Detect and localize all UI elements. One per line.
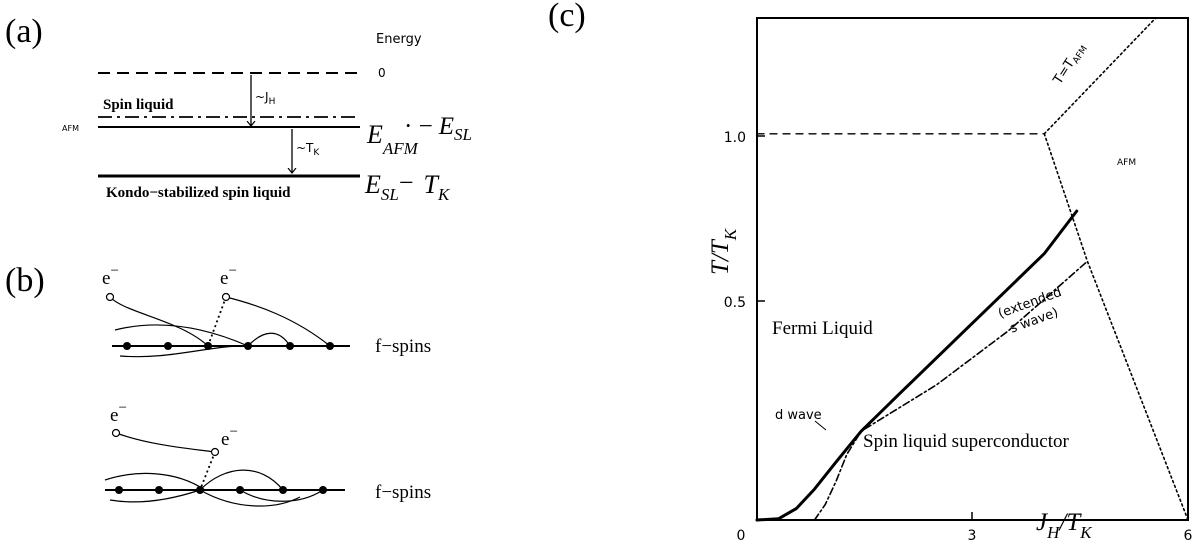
electron-label: e−	[102, 263, 119, 289]
fermi-liquid-label: Fermi Liquid	[772, 318, 873, 339]
correlation-arc	[120, 346, 248, 357]
spin-liquid-label: Spin liquid	[103, 97, 174, 113]
correlation-arc	[248, 333, 290, 346]
jh-arrow-label: ~JH	[255, 90, 275, 107]
energy-axis-label: Energy	[376, 32, 422, 47]
phase-boundary-solid-0	[757, 211, 1077, 520]
panel-c: (c) 1.0 0.5 0 3 6 T/TK JH/TK T=TAFM AFM …	[548, 0, 1193, 544]
f-spin-site	[204, 342, 212, 350]
f-spin-chain-top: e− e− f−spins	[102, 263, 431, 357]
singlet-bond	[208, 297, 226, 346]
correlation-arc	[110, 490, 200, 502]
phase-boundary-dotted-2	[1044, 134, 1188, 520]
f-spin-site	[155, 486, 163, 494]
sl-superconductor-label: Spin liquid superconductor	[863, 431, 1069, 452]
f-spin-site	[244, 342, 252, 350]
tick-label-x-0: 0	[737, 528, 746, 544]
singlet-bond	[200, 452, 215, 490]
tick-label-x-6: 6	[1184, 528, 1193, 544]
afm-small-label: AFM	[62, 124, 79, 133]
electron-path	[226, 297, 330, 346]
electron-marker	[223, 294, 230, 301]
tick-label-x-3: 3	[968, 528, 977, 544]
kondo-label: Kondo−stabilized spin liquid	[106, 185, 291, 201]
electron-label: e−	[110, 400, 127, 426]
f-spin-site	[286, 342, 294, 350]
electron-path	[116, 433, 215, 452]
f-spin-site	[164, 342, 172, 350]
correlation-arc	[115, 325, 248, 346]
electron-label: e−	[220, 263, 237, 289]
f-spin-site	[196, 486, 204, 494]
electron-marker	[107, 294, 114, 301]
afm-region-label: AFM	[1117, 158, 1136, 168]
f-spin-site	[319, 486, 327, 494]
f-spin-chain-bottom: e− e− f−spins	[105, 400, 431, 506]
zero-energy-label: 0	[378, 66, 386, 80]
f-spin-site	[115, 486, 123, 494]
panel-a: (a) Energy 0 Spin liquid AFM Kondo−stabi…	[5, 13, 472, 204]
f-spin-site	[326, 342, 334, 350]
tick-label-y-1: 1.0	[724, 130, 746, 146]
extended-s-wave-label: (extendeds wave)	[996, 285, 1070, 339]
f-spin-site	[123, 342, 131, 350]
panel-a-label: (a)	[5, 13, 43, 50]
d-wave-label: d wave	[775, 408, 822, 423]
f-spin-site	[236, 486, 244, 494]
tick-label-y-05: 0.5	[724, 295, 746, 311]
e-kondo-label: ESL−TK	[364, 168, 451, 204]
y-axis-label: T/TK	[707, 227, 740, 275]
electron-path	[110, 297, 208, 346]
f-spin-site	[279, 486, 287, 494]
panel-c-label: (c)	[548, 0, 586, 34]
x-axis-label: JH/TK	[1036, 509, 1093, 542]
tk-arrow-label: ~TK	[296, 141, 320, 158]
electron-label: e−	[221, 424, 238, 450]
f-spins-label: f−spins	[375, 482, 431, 503]
panel-b-label: (b)	[5, 262, 45, 299]
electron-marker	[212, 449, 219, 456]
electron-marker	[113, 430, 120, 437]
f-spins-label: f−spins	[375, 336, 431, 357]
panel-b: (b) e− e− f−spins	[5, 262, 431, 506]
t-afm-label: T=TAFM	[1050, 41, 1090, 90]
